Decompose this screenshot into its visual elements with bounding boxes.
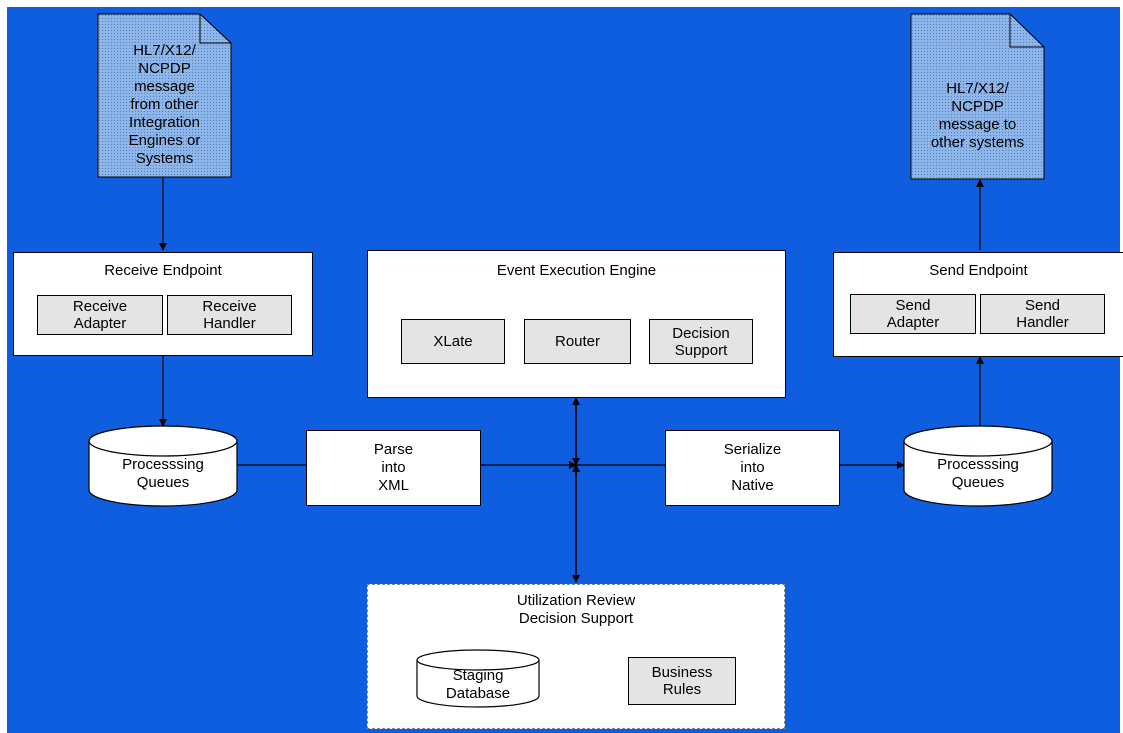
- decision-support-box: Decision Support: [649, 319, 753, 364]
- input-document-shape: [97, 13, 232, 178]
- serialize-into-native-box: Serialize into Native: [665, 430, 840, 506]
- left-queue-cylinder: [88, 425, 238, 507]
- parse-into-xml-box: Parse into XML: [306, 430, 481, 506]
- event-engine-title: Event Execution Engine: [496, 262, 657, 279]
- event-execution-engine-box: Event Execution Engine XLate Router Deci…: [367, 250, 786, 398]
- send-endpoint-title: Send Endpoint: [929, 262, 1028, 279]
- send-handler-box: Send Handler: [980, 294, 1105, 334]
- xlate-box: XLate: [401, 319, 505, 364]
- right-queue-cylinder: [903, 425, 1053, 507]
- receive-adapter-box: Receive Adapter: [37, 295, 163, 335]
- left-queue-label: Processsing Queues: [122, 456, 204, 491]
- receive-endpoint-title: Receive Endpoint: [104, 262, 222, 279]
- right-queue-label: Processsing Queues: [937, 456, 1019, 491]
- business-rules-box: Business Rules: [628, 657, 736, 705]
- receive-endpoint-box: Receive Endpoint Receive Adapter Receive…: [13, 252, 313, 356]
- output-document-text: HL7/X12/ NCPDP message to other systems: [930, 80, 1025, 151]
- send-endpoint-box: Send Endpoint Send Adapter Send Handler: [833, 252, 1123, 357]
- receive-handler-box: Receive Handler: [167, 295, 292, 335]
- output-document-fold: [1009, 14, 1044, 48]
- utilization-review-title: Utilization Review Decision Support: [516, 592, 636, 627]
- utilization-review-box: Utilization Review Decision Support Stag…: [367, 584, 785, 729]
- output-document-shape: [910, 13, 1045, 180]
- staging-database-cylinder: [416, 649, 540, 708]
- staging-database-label: Staging Database: [445, 667, 511, 702]
- send-adapter-box: Send Adapter: [850, 294, 976, 334]
- input-document-fold: [199, 14, 231, 44]
- input-document-text: HL7/X12/ NCPDP message from other Integr…: [128, 42, 201, 167]
- router-box: Router: [524, 319, 631, 364]
